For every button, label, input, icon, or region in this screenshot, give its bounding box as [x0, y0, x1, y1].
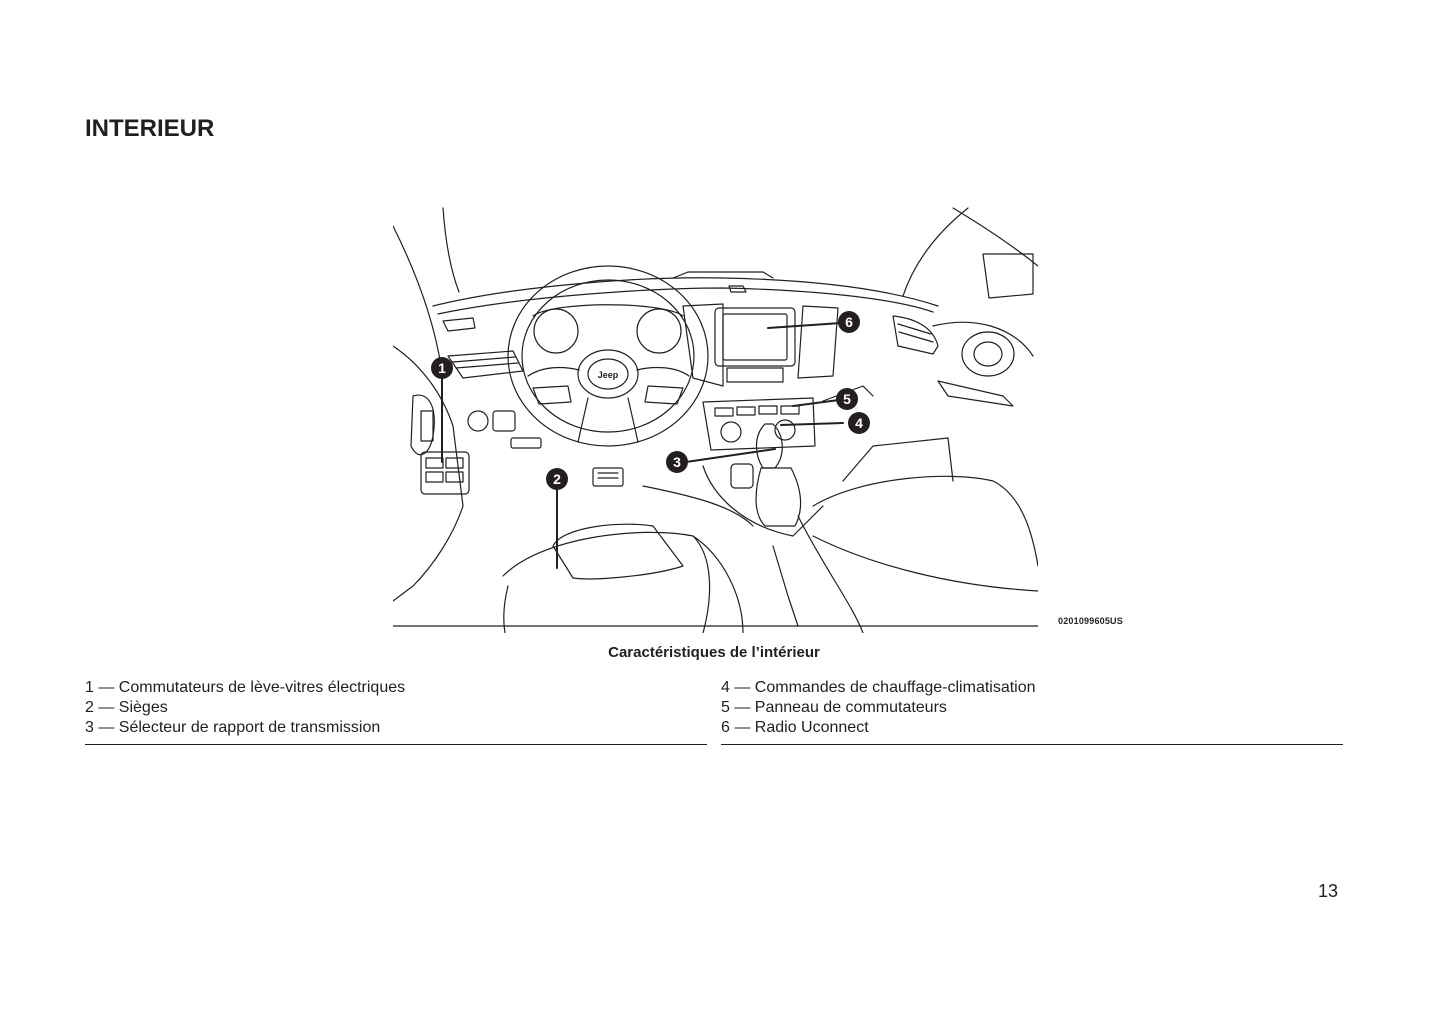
- page-heading: INTERIEUR: [85, 115, 215, 142]
- legend-item: 2 — Sièges: [85, 699, 168, 716]
- callout-4: 4: [848, 412, 870, 434]
- callout-label: 3: [673, 454, 681, 470]
- legend-item: 6 — Radio Uconnect: [721, 719, 869, 736]
- callout-2: 2: [546, 468, 568, 490]
- callout-6: 6: [838, 311, 860, 333]
- legend-right: 4 — Commandes de chauffage-climatisation…: [721, 678, 1343, 745]
- callout-5: 5: [836, 388, 858, 410]
- legend-item: 4 — Commandes de chauffage-climatisation: [721, 679, 1036, 696]
- legend-left: 1 — Commutateurs de lève-vitres électriq…: [85, 678, 707, 745]
- legend-item: 5 — Panneau de commutateurs: [721, 699, 947, 716]
- legend-item: 1 — Commutateurs de lève-vitres électriq…: [85, 679, 406, 696]
- callout-label: 1: [438, 360, 446, 376]
- figure-caption: Caractéristiques de l’intérieur: [608, 644, 820, 661]
- page-number: 13: [1318, 881, 1339, 901]
- callout-1: 1: [431, 357, 453, 379]
- callout-3: 3: [666, 451, 688, 473]
- legend-item: 3 — Sélecteur de rapport de transmission: [85, 719, 381, 736]
- wheel-brand-text: Jeep: [598, 370, 619, 380]
- callout-label: 6: [845, 314, 853, 330]
- callout-label: 5: [843, 391, 851, 407]
- figure-code: 0201099605US: [1058, 616, 1123, 626]
- callout-label: 2: [553, 471, 561, 487]
- interior-illustration: 1 2 3 4 5 6 Jeep: [393, 206, 1038, 633]
- callout-label: 4: [855, 415, 863, 431]
